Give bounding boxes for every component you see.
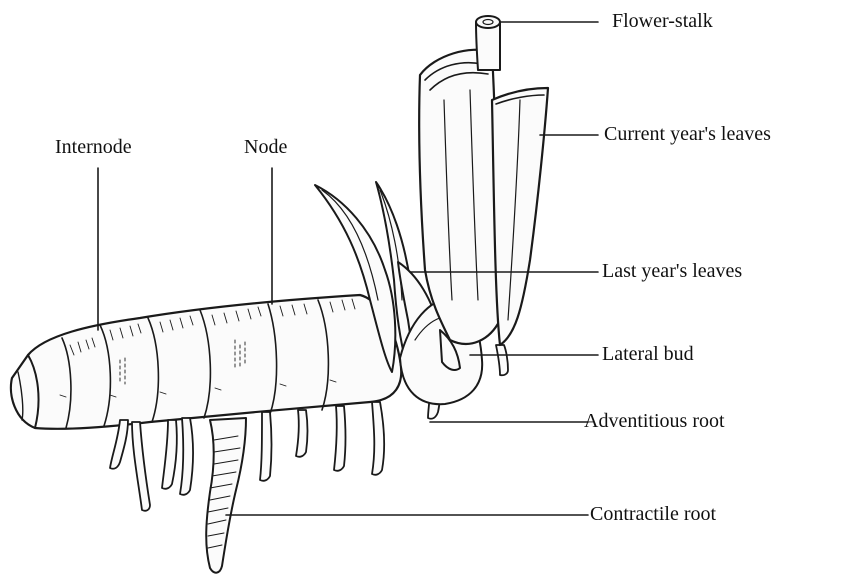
root	[110, 420, 128, 469]
label-internode: Internode	[55, 136, 132, 159]
label-last-years-leaves: Last year's leaves	[602, 260, 742, 283]
label-lateral-bud: Lateral bud	[602, 343, 694, 366]
contractile-root	[206, 418, 246, 573]
root	[180, 418, 193, 495]
flower-stalk	[476, 16, 500, 70]
root	[296, 410, 308, 457]
label-current-years-leaves: Current year's leaves	[604, 123, 771, 146]
root	[334, 406, 346, 471]
root	[496, 345, 508, 375]
root	[132, 422, 150, 511]
current-years-leaves	[419, 50, 548, 345]
root	[372, 402, 384, 475]
root	[162, 420, 177, 489]
root	[260, 412, 272, 481]
label-flower-stalk: Flower-stalk	[612, 10, 713, 33]
label-node: Node	[244, 136, 287, 159]
label-adventitious-root: Adventitious root	[584, 410, 725, 433]
label-contractile-root: Contractile root	[590, 503, 716, 526]
